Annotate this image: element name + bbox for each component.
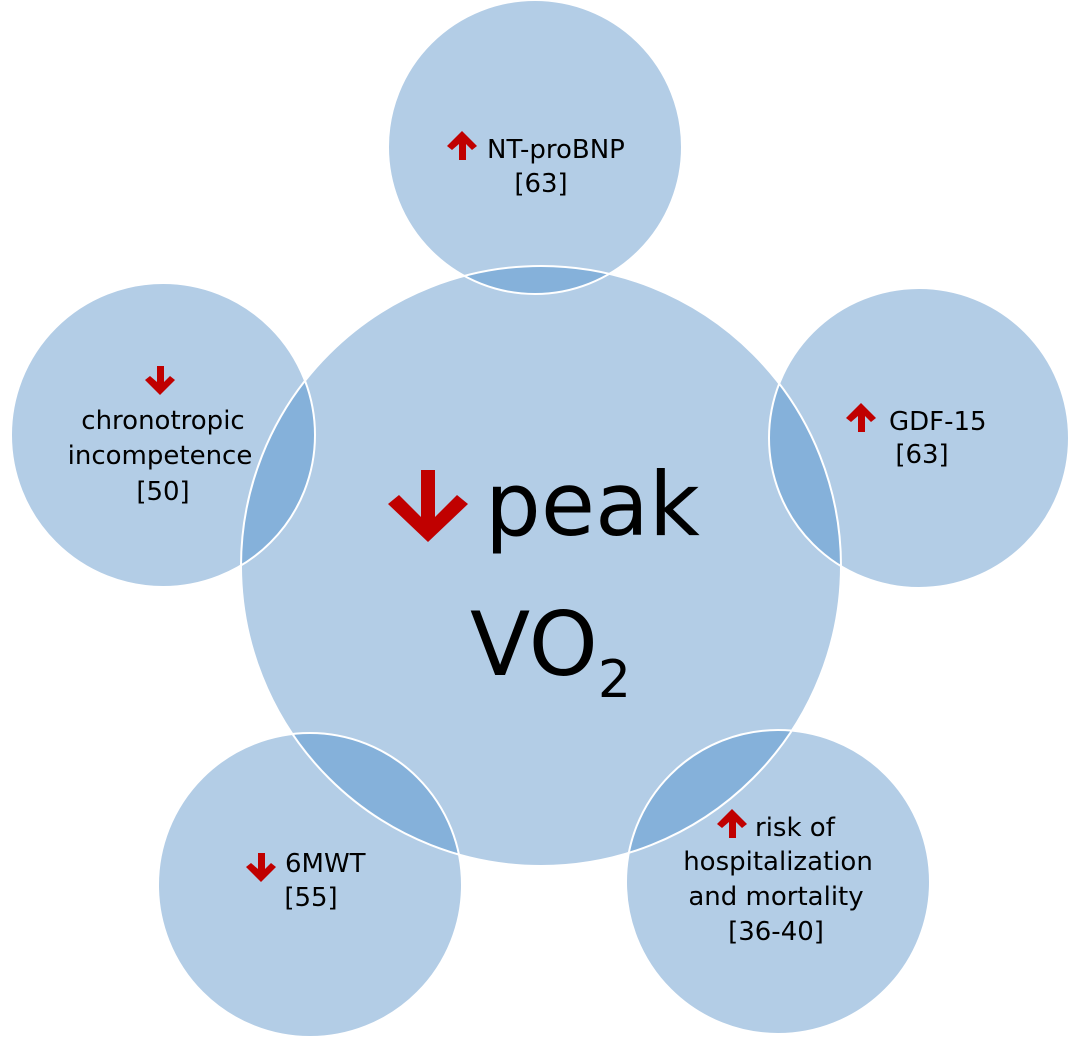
top-line-1: [63] — [514, 169, 567, 199]
left-line-3: [50] — [136, 477, 189, 507]
satellite-bottom-right-label: risk of hospitalization and mortality [3… — [683, 809, 873, 947]
satellite-bottom-left-label: 6MWT [55] — [246, 849, 366, 913]
bottom-right-line-1: hospitalization — [683, 847, 873, 877]
satellite-left-label: chronotropic incompetence [50] — [68, 366, 253, 507]
top-up-arrow-icon — [447, 131, 477, 160]
bottom-right-up-arrow-icon — [717, 809, 747, 838]
bottom-right-title: risk of — [755, 813, 836, 843]
right-title: GDF-15 — [889, 407, 987, 437]
overlaps-layer — [241, 266, 841, 866]
overlap-bottom-left — [241, 733, 462, 866]
bottom-left-line-1: [55] — [284, 883, 337, 913]
center-subscript: 2 — [598, 650, 631, 710]
center-circle — [241, 266, 841, 866]
top-title: NT-proBNP — [487, 135, 625, 165]
overlap-bottom-right — [626, 730, 841, 866]
bottom-left-down-arrow-icon — [246, 853, 276, 882]
center-line2: VO2 — [470, 593, 631, 710]
center-down-arrow-icon — [388, 470, 468, 542]
satellite-circle-top — [388, 0, 682, 294]
satellite-top-label: NT-proBNP [63] — [447, 131, 625, 199]
left-line-2: incompetence — [68, 441, 253, 471]
right-line-1: [63] — [895, 440, 948, 470]
bottom-left-title: 6MWT — [285, 849, 366, 879]
left-line-1: chronotropic — [81, 406, 244, 436]
center-line1: peak — [485, 453, 700, 556]
satellite-circle-left — [11, 283, 315, 587]
satellite-circle-right — [769, 288, 1069, 588]
outlines-layer — [10, 0, 1070, 1038]
bottom-right-line-3: [36-40] — [728, 917, 824, 947]
left-down-arrow-icon — [145, 366, 175, 395]
bottom-right-line-2: and mortality — [688, 882, 863, 912]
center-label: peak VO2 — [388, 453, 700, 710]
center-vo: VO — [470, 593, 598, 696]
satellite-right-label: GDF-15 [63] — [846, 403, 987, 470]
right-up-arrow-icon — [846, 403, 876, 432]
